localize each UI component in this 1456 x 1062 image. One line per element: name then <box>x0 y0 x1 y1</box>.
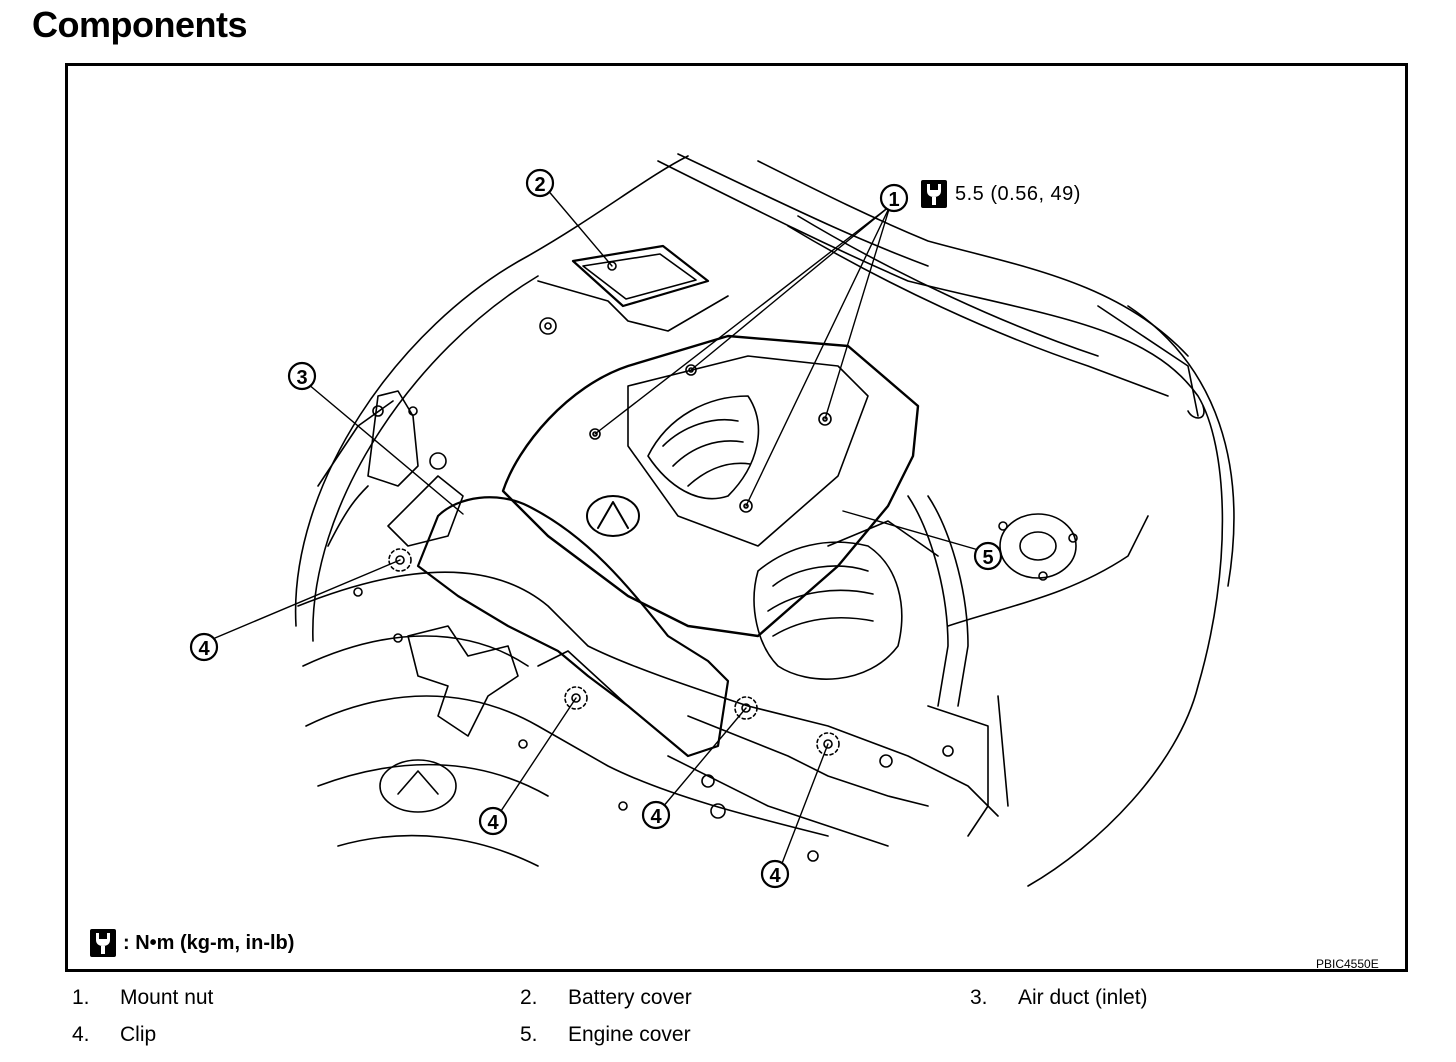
part-name: Mount nut <box>120 986 214 1009</box>
part-number: 4. <box>72 1023 90 1046</box>
callout-1-label: 1 <box>888 189 899 211</box>
callout-4-c: 4 <box>641 800 671 830</box>
callout-5-label: 5 <box>982 547 993 569</box>
part-name: Battery cover <box>568 986 692 1009</box>
callout-4d-label: 4 <box>769 865 781 887</box>
callout-4c-label: 4 <box>650 806 662 828</box>
engine-components-figure: 1 2 3 5 4 4 4 4 <box>65 63 1408 972</box>
part-name: Engine cover <box>568 1023 691 1046</box>
callout-3-label: 3 <box>296 367 307 389</box>
part-number: 2. <box>520 986 538 1009</box>
callout-4-b: 4 <box>478 806 508 836</box>
part-number: 5. <box>520 1023 538 1046</box>
torque-unit-legend: : N•m (kg-m, in-lb) <box>123 932 295 954</box>
part-number: 3. <box>970 986 988 1009</box>
figure-code: PBIC4550E <box>1316 957 1379 971</box>
engine-bay-illustration: 1 2 3 5 4 4 4 4 <box>189 153 1235 889</box>
callout-5: 5 <box>973 541 1003 571</box>
callout-4a-label: 4 <box>198 638 210 660</box>
callout-4-a: 4 <box>189 632 219 662</box>
callout-1: 1 <box>879 183 909 213</box>
callout-4b-label: 4 <box>487 812 499 834</box>
part-name: Clip <box>120 1023 157 1046</box>
torque-spec: 5.5 (0.56, 49) <box>955 183 1081 205</box>
part-name: Air duct (inlet) <box>1018 986 1148 1009</box>
torque-wrench-icon <box>90 929 116 957</box>
callout-3: 3 <box>287 361 317 391</box>
callout-2: 2 <box>525 168 555 198</box>
part-number: 1. <box>72 986 90 1009</box>
torque-wrench-icon <box>921 180 947 208</box>
callout-2-label: 2 <box>534 174 545 196</box>
page-title: Components <box>32 4 248 45</box>
callout-4-d: 4 <box>760 859 790 889</box>
